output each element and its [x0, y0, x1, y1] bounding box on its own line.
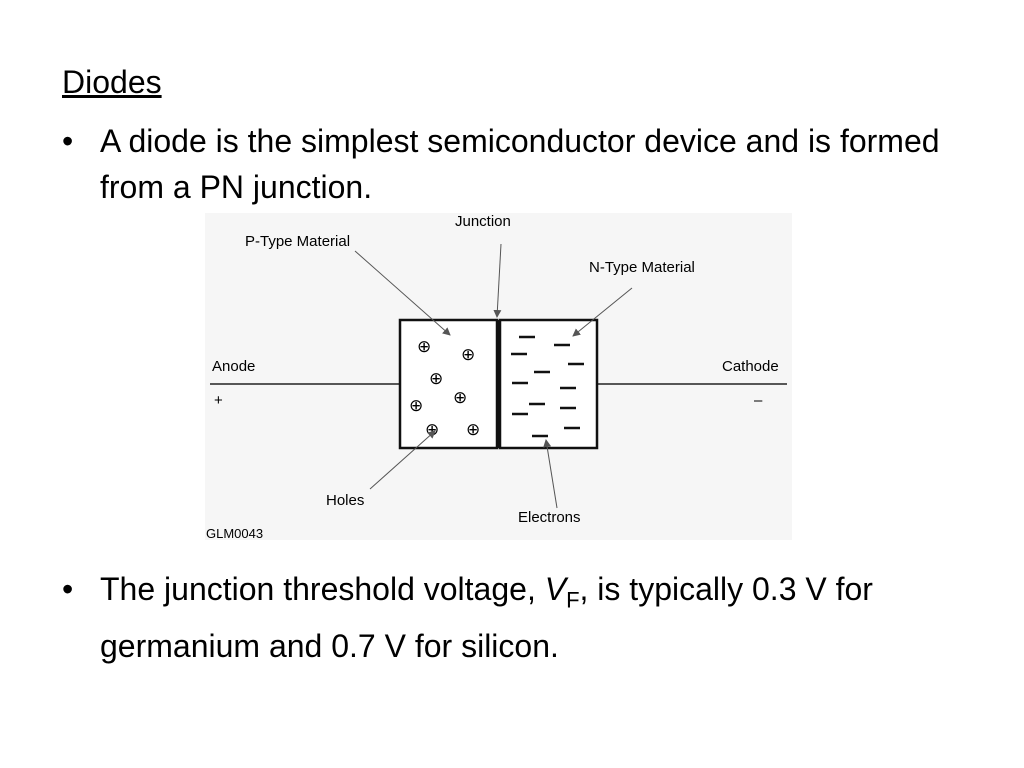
voltage-symbol: V — [544, 571, 567, 607]
holes-pointer — [369, 430, 436, 490]
n-type-label: N-Type Material — [589, 259, 695, 276]
hole-symbol: ⊕ — [409, 396, 423, 416]
bullet-text: The junction threshold voltage, VF, is t… — [100, 566, 960, 669]
hole-symbol: ⊕ — [417, 337, 431, 357]
bullet-text: A diode is the simplest semiconductor de… — [100, 123, 940, 205]
voltage-subscript: F — [566, 587, 580, 613]
cathode-label: Cathode — [722, 358, 779, 375]
hole-symbol: ⊕ — [466, 420, 480, 440]
bullet-text-pre: The junction threshold voltage, — [100, 571, 545, 607]
junction-label: Junction — [455, 213, 511, 230]
hole-symbol: ⊕ — [461, 345, 475, 365]
hole-symbol: ⊕ — [425, 420, 439, 440]
anode-label: Anode — [212, 358, 255, 375]
p-type-pointer — [354, 250, 451, 336]
bullet-dot: • — [62, 571, 74, 607]
electrons-group — [511, 335, 584, 438]
hole-symbol: ⊕ — [429, 369, 443, 389]
bullet-dot: • — [62, 123, 74, 159]
electrons-pointer — [543, 439, 558, 509]
anode-sign: + — [214, 392, 223, 409]
figure-id-label: GLM0043 — [206, 526, 263, 540]
electrons-label: Electrons — [518, 509, 581, 526]
slide-title: Diodes — [62, 64, 162, 100]
holes-label: Holes — [326, 492, 364, 509]
p-region — [398, 318, 499, 450]
n-type-pointer — [572, 287, 633, 337]
junction-pointer — [493, 243, 502, 318]
bullet-text-post: , is typically 0.3 V for germanium and 0… — [100, 571, 873, 665]
cathode-sign: – — [754, 392, 763, 409]
pn-junction-diagram: ⊕ ⊕ ⊕ ⊕ ⊕ ⊕ ⊕ — [205, 213, 792, 540]
hole-symbol: ⊕ — [453, 388, 467, 408]
p-type-label: P-Type Material — [245, 233, 350, 250]
